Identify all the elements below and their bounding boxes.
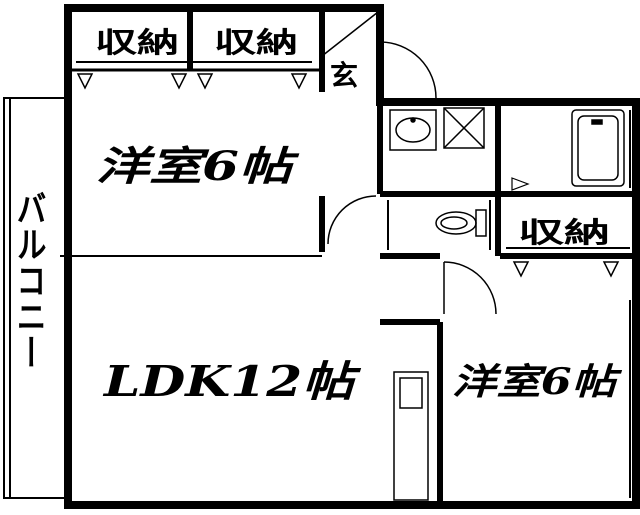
toilet-icon <box>435 209 487 237</box>
bath-door-marker <box>511 177 530 191</box>
western-room-bottom-label: 洋室6帖 <box>452 361 623 403</box>
entrance-label: 玄 <box>330 59 358 92</box>
bathtub-icon <box>571 109 625 187</box>
storage-label-1: 収納 <box>95 26 179 59</box>
door-swings <box>327 41 497 315</box>
washbasin-icon <box>389 109 437 151</box>
ldk-label: LDK12帖 <box>103 357 362 406</box>
storage-label-3: 収納 <box>518 216 610 249</box>
western-room-top-label: 洋室6帖 <box>96 143 300 190</box>
thin-partitions <box>65 61 631 498</box>
entrance-step-line <box>321 11 379 57</box>
balcony-label: バルコニー <box>11 190 46 370</box>
storage-label-2: 収納 <box>214 26 298 59</box>
interior-walls <box>60 8 636 505</box>
kitchen-counter-icon <box>393 371 429 501</box>
washing-machine-pan-icon <box>443 107 485 149</box>
closet-door-markers <box>76 73 620 278</box>
